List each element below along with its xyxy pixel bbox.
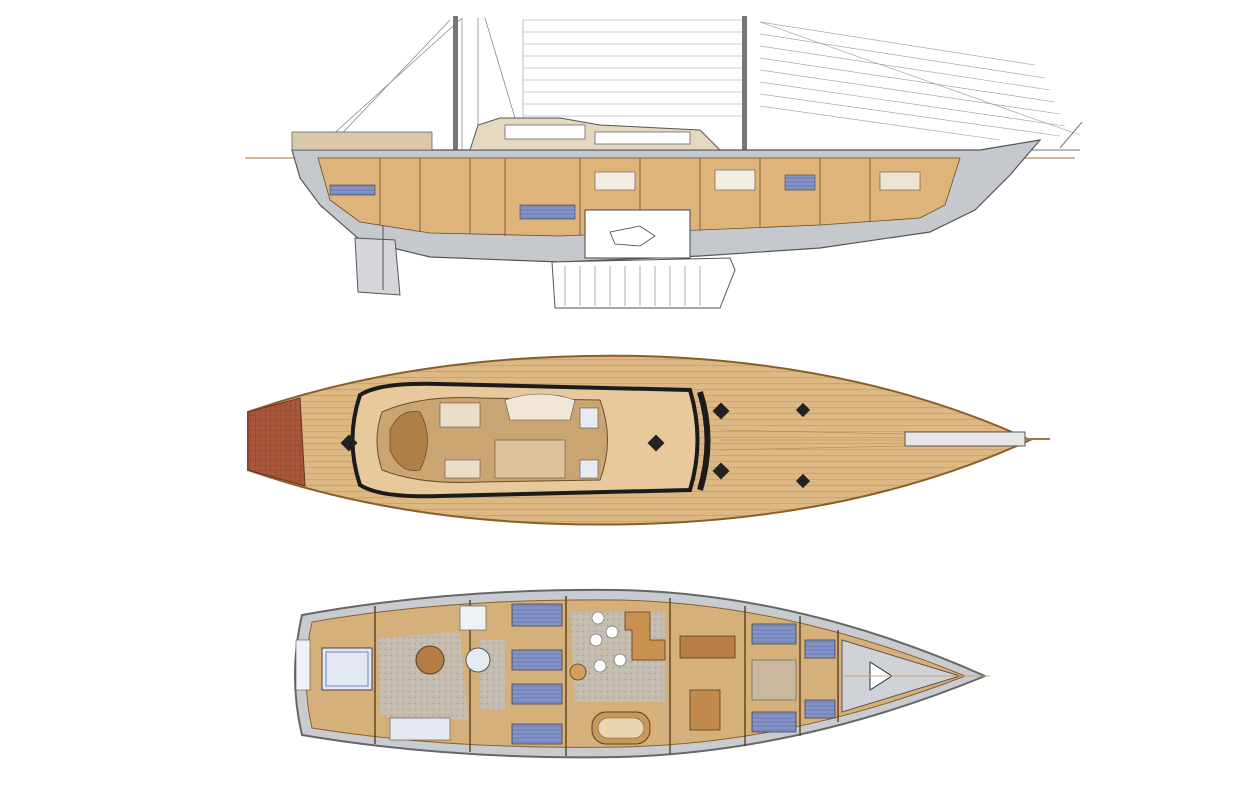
stern-platform	[247, 397, 306, 487]
guest-berth	[511, 723, 563, 745]
deck-hatches	[340, 402, 811, 489]
hatch	[712, 402, 730, 420]
engine-room	[584, 209, 691, 259]
owner-berth	[321, 647, 373, 691]
hatch	[795, 402, 811, 418]
main-sail	[319, 17, 516, 150]
bowsprit-fitting	[904, 431, 1026, 447]
deck-plan-view	[247, 354, 1050, 526]
profile-bunk-aft	[329, 184, 376, 196]
galley-counter	[624, 611, 666, 661]
rudder	[354, 237, 401, 296]
hatch	[340, 434, 358, 452]
accommodation-plan-view	[294, 588, 990, 759]
guest-berth	[511, 603, 563, 627]
hatch	[795, 473, 811, 489]
aft-cabin-sole	[378, 632, 468, 720]
hatch	[712, 462, 730, 480]
sail-panels	[522, 19, 1081, 141]
saloon-seating	[589, 611, 627, 673]
keel	[551, 257, 736, 309]
guest-berth	[511, 683, 563, 705]
profile-bunk-forward	[519, 204, 576, 220]
spiral-stair-aft	[415, 645, 445, 675]
spiral-stair-mid	[465, 647, 491, 673]
profile-view	[245, 16, 1083, 309]
mizzen-mast	[742, 16, 747, 151]
main-mast	[453, 16, 458, 156]
hatch	[647, 434, 665, 452]
forward-coachroof-bar	[697, 391, 711, 491]
guest-berth	[511, 649, 563, 671]
